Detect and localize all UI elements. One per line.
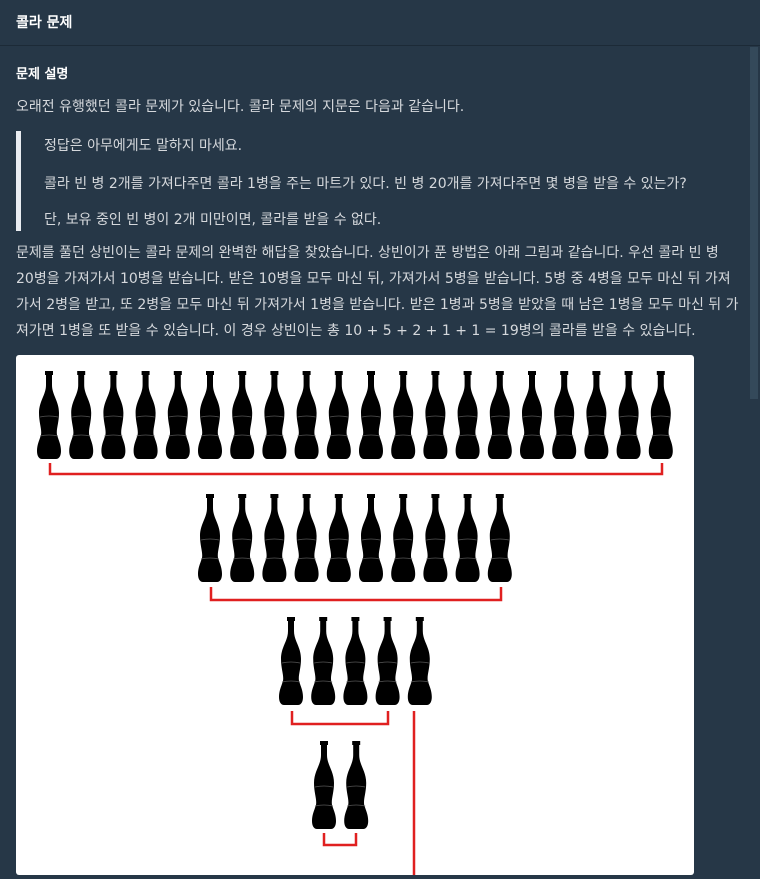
cola-bottle-icon (616, 371, 642, 459)
blockquote-bar (16, 131, 21, 231)
scrollbar-thumb[interactable] (750, 47, 758, 399)
cola-bottle-icon (342, 617, 368, 705)
cola-bottle-icon (100, 371, 126, 459)
bracket-row-2 (209, 587, 503, 602)
cola-bottle-icon (294, 371, 320, 459)
cola-diagram (16, 355, 694, 875)
cola-bottle-icon (358, 494, 384, 582)
cola-bottle-icon (197, 494, 223, 582)
quote-line-3: 단, 보유 중인 빈 병이 2개 미만이면, 콜라를 받을 수 없다. (44, 212, 382, 228)
cola-bottle-icon (197, 371, 223, 459)
cola-bottle-icon (310, 617, 336, 705)
section-title: 문제 설명 (16, 67, 69, 82)
page-title: 콜라 문제 (16, 15, 73, 31)
cola-bottle-icon (375, 617, 401, 705)
cola-bottle-icon (519, 371, 545, 459)
cola-bottle-icon (407, 617, 433, 705)
explanation-line-3: 가서 2병을 받고, 또 2병을 모두 마신 뒤 가져가서 1병을 받습니다. … (16, 297, 739, 313)
cola-bottle-icon (133, 371, 159, 459)
explanation-line-1: 문제를 풀던 상빈이는 콜라 문제의 완벽한 해답을 찾았습니다. 상빈이가 푼… (16, 245, 719, 261)
quote-line-2: 콜라 빈 병 2개를 가져다주면 콜라 1병을 주는 마트가 있다. 빈 병 2… (44, 176, 687, 192)
cola-bottle-icon (551, 371, 577, 459)
cola-diagram-svg (36, 371, 674, 875)
cola-bottle-icon (648, 371, 674, 459)
bracket-row-3 (290, 711, 390, 726)
cola-bottle-icon (311, 741, 337, 829)
explanation-line-2: 20병을 가져가서 10병을 받습니다. 받은 10병을 모두 마신 뒤, 가져… (16, 271, 731, 287)
bracket-row-1 (48, 463, 664, 476)
cola-bottle-icon (390, 494, 416, 582)
scrollbar[interactable] (748, 47, 760, 859)
cola-bottle-icon (326, 494, 352, 582)
cola-bottle-icon (390, 371, 416, 459)
cola-bottle-icon (229, 494, 255, 582)
cola-bottle-icon (487, 494, 513, 582)
cola-bottle-icon (455, 371, 481, 459)
cola-bottle-icon (278, 617, 304, 705)
quote-line-1: 정답은 아무에게도 말하지 마세요. (44, 138, 243, 154)
cola-bottle-icon (343, 741, 369, 829)
problem-description: 문제 설명 오래전 유행했던 콜라 문제가 있습니다. 콜라 문제의 지문은 다… (16, 47, 739, 875)
cola-bottle-icon (68, 371, 94, 459)
intro-text: 오래전 유행했던 콜라 문제가 있습니다. 콜라 문제의 지문은 다음과 같습니… (16, 99, 465, 115)
explanation-line-4: 져가면 1병을 또 받을 수 있습니다. 이 경우 상빈이는 총 10 + 5 … (16, 323, 696, 339)
cola-bottle-icon (422, 371, 448, 459)
cola-bottle-icon (326, 371, 352, 459)
cola-bottle-icon (358, 371, 384, 459)
cola-bottle-icon (422, 494, 448, 582)
cola-bottle-icon (294, 494, 320, 582)
cola-bottle-icon (261, 494, 287, 582)
cola-bottle-icon (165, 371, 191, 459)
cola-bottle-icon (229, 371, 255, 459)
header-bar: 콜라 문제 (0, 0, 760, 46)
cola-bottle-icon (455, 494, 481, 582)
cola-bottle-icon (583, 371, 609, 459)
cola-bottle-icon (36, 371, 62, 459)
cola-bottle-icon (261, 371, 287, 459)
bracket-row-4 (322, 833, 358, 847)
cola-bottle-icon (487, 371, 513, 459)
